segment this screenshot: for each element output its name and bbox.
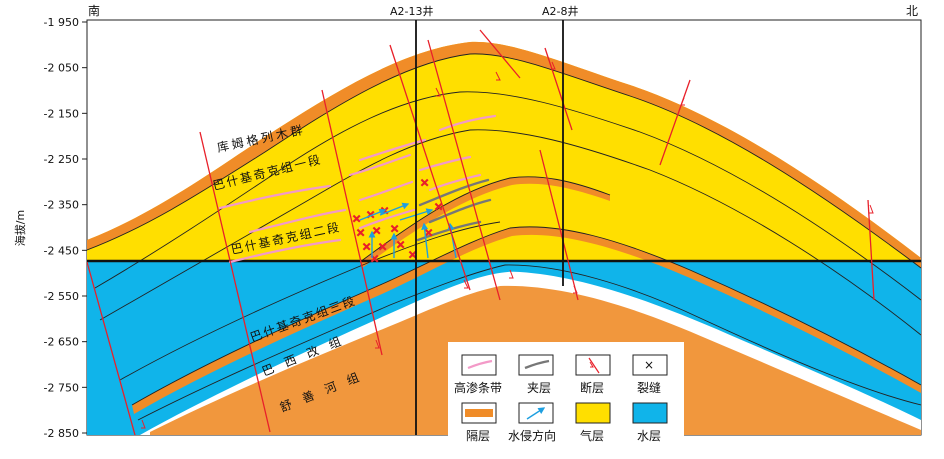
legend-swatch-fracture	[632, 354, 668, 376]
legend: × 高渗条带 夹层 断层 裂缝 隔层 水侵方向 气层 水层	[448, 342, 684, 443]
fracture-mark: ×	[366, 208, 375, 221]
legend-label-barrier: 隔层	[466, 429, 490, 443]
y-tick-label: -2 250	[44, 153, 79, 166]
fracture-mark: ×	[424, 226, 433, 239]
fracture-mark: ×	[362, 240, 371, 253]
fault-line	[544, 47, 573, 131]
gas-layer-area	[87, 41, 921, 261]
fracture-mark: ×	[390, 222, 399, 235]
fault-line	[659, 79, 691, 166]
fault-line	[199, 131, 271, 433]
legend-label-fault: 断层	[580, 380, 604, 395]
fracture-mark: ×	[396, 238, 405, 251]
legend-label-interlayer: 夹层	[527, 381, 551, 395]
legend-swatch-gas	[575, 402, 611, 424]
top-barrier-band	[87, 41, 921, 268]
y-tick-label: -2 150	[44, 107, 79, 120]
fracture-icon: ×	[644, 358, 654, 372]
legend-label-water-invasion: 水侵方向	[508, 428, 556, 443]
y-axis-ticks: -1 950 -2 050 -2 150 -2 250 -2 350 -2 450 -2 5…	[44, 16, 87, 440]
y-tick-label: -2 550	[44, 290, 79, 303]
fracture-mark: ×	[352, 212, 361, 225]
high-perm-streaks	[218, 114, 497, 264]
legend-label-gas: 气层	[580, 428, 604, 443]
legend-swatch-water	[632, 402, 668, 424]
fault-line	[539, 149, 579, 301]
fracture-mark: ×	[378, 240, 387, 253]
fault-line	[389, 44, 471, 291]
south-label: 南	[88, 3, 100, 18]
fault-line	[321, 89, 383, 356]
y-tick-label: -2 450	[44, 244, 79, 257]
fault-slip-arrows	[141, 61, 874, 429]
north-label: 北	[906, 4, 918, 18]
water-invasion-arrows	[359, 202, 457, 259]
y-tick-label: -2 750	[44, 381, 79, 394]
y-tick-label: -2 350	[44, 199, 79, 212]
fracture-mark: ×	[434, 200, 443, 213]
fault-line	[427, 39, 501, 301]
y-tick-label: -2 650	[44, 336, 79, 349]
fault-line	[479, 29, 521, 79]
faults	[87, 29, 875, 435]
y-tick-label: -2 050	[44, 62, 79, 75]
y-tick-label: -1 950	[44, 16, 79, 29]
legend-label-fracture: 裂缝	[637, 380, 661, 395]
well-a2-8-label: A2-8井	[542, 4, 579, 18]
y-tick-label: -2 850	[44, 427, 79, 440]
strata-lines	[87, 53, 921, 421]
fracture-mark: ×	[408, 248, 417, 261]
well-a2-13-label: A2-13井	[390, 4, 434, 18]
fault-line	[867, 199, 875, 301]
legend-label-water: 水层	[637, 429, 661, 443]
fracture-mark: ×	[372, 224, 381, 237]
y-axis-label: 海拔/m	[13, 210, 27, 246]
fault-line	[87, 261, 136, 435]
fracture-mark: ×	[420, 176, 429, 189]
fracture-mark: ×	[356, 226, 365, 239]
fracture-mark: ×	[370, 252, 379, 265]
legend-label-high-perm: 高渗条带	[454, 380, 502, 395]
